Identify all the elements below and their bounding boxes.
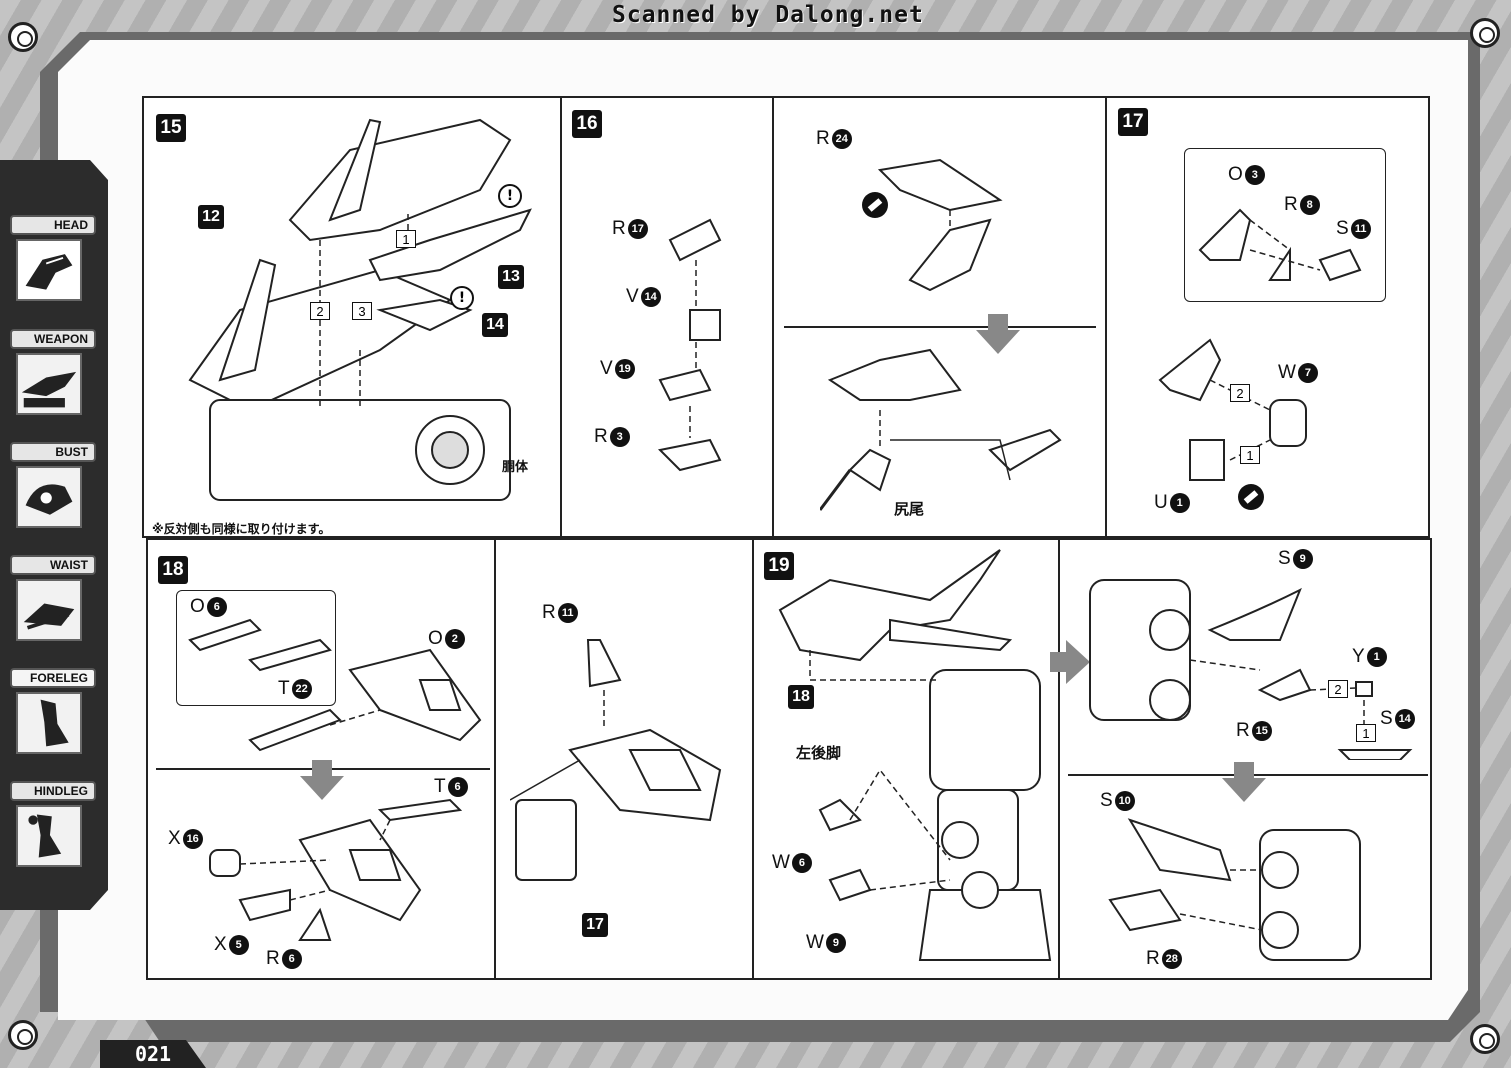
- order-number: 2: [310, 302, 330, 320]
- divider: [772, 96, 774, 538]
- down-arrow-icon: [300, 760, 344, 800]
- parts-illustration: [188, 618, 482, 752]
- head-icon: [16, 239, 82, 301]
- callout-label: 12: [198, 204, 224, 229]
- page-number: 021: [100, 1040, 206, 1068]
- step-number: 17: [1118, 108, 1148, 136]
- cutter-icon: [1238, 484, 1264, 510]
- parts-illustration: [877, 158, 1003, 292]
- corner-logo-icon: [8, 22, 38, 52]
- caution-icon: !: [498, 184, 522, 208]
- corner-logo-icon: [1470, 18, 1500, 48]
- order-number: 1: [1240, 446, 1260, 464]
- order-number: 1: [396, 230, 416, 248]
- step-number: 16: [572, 110, 602, 138]
- divider: [494, 540, 496, 978]
- foreleg-icon: [16, 692, 82, 754]
- assembly-illustration: [188, 118, 532, 501]
- divider: [784, 326, 1096, 328]
- order-number: 2: [1230, 384, 1250, 402]
- detail-inset: [176, 590, 336, 706]
- instruction-note: ※反対側も同様に取り付けます。: [152, 522, 331, 536]
- caution-icon: !: [450, 286, 474, 310]
- sidebar-item-label: HEAD: [10, 215, 96, 235]
- divider: [1105, 96, 1107, 538]
- divider: [560, 96, 562, 538]
- assembly-illustration: [1089, 579, 1413, 760]
- part-note: 左後脚: [796, 744, 842, 762]
- detail-inset: [1184, 148, 1386, 302]
- corner-logo-icon: [1470, 1024, 1500, 1054]
- assembly-illustration: [209, 798, 463, 941]
- callout-label: 17: [582, 912, 608, 937]
- order-number: 1: [1356, 724, 1376, 742]
- part-note: 尻尾: [894, 500, 925, 518]
- step-number: 19: [764, 552, 794, 580]
- assembly-illustration: [1108, 818, 1361, 961]
- callout-label: 14: [482, 312, 508, 337]
- parts-illustration: [657, 218, 722, 472]
- divider: [1058, 540, 1060, 978]
- hindleg-icon: [16, 805, 82, 867]
- sidebar-item-label: WAIST: [10, 555, 96, 575]
- order-number: 3: [352, 302, 372, 320]
- assembly-illustration: [510, 639, 722, 881]
- sidebar-item-label: BUST: [10, 442, 96, 462]
- assembly-illustration: [778, 549, 1052, 961]
- down-arrow-icon: [976, 314, 1020, 354]
- corner-logo-icon: [8, 1020, 38, 1050]
- right-arrow-icon: [1050, 640, 1090, 684]
- scan-title: Scanned by Dalong.net: [612, 2, 924, 28]
- weapon-icon: [16, 353, 82, 415]
- step-number: 18: [158, 556, 188, 584]
- step-number: 15: [156, 114, 186, 142]
- sidebar-item-label: WEAPON: [10, 329, 96, 349]
- assembly-illustration: [820, 348, 1062, 511]
- callout-label: 13: [498, 264, 524, 289]
- sidebar-item-label: HINDLEG: [10, 781, 96, 801]
- down-arrow-icon: [1222, 762, 1266, 802]
- sidebar-item-label: FORELEG: [10, 668, 96, 688]
- callout-label: 18: [788, 684, 814, 709]
- waist-icon: [16, 579, 82, 641]
- order-number: 2: [1328, 680, 1348, 698]
- parts-illustration: [1158, 208, 1362, 481]
- bust-icon: [16, 466, 82, 528]
- cutter-icon: [862, 192, 888, 218]
- part-note: 胴体: [502, 460, 529, 475]
